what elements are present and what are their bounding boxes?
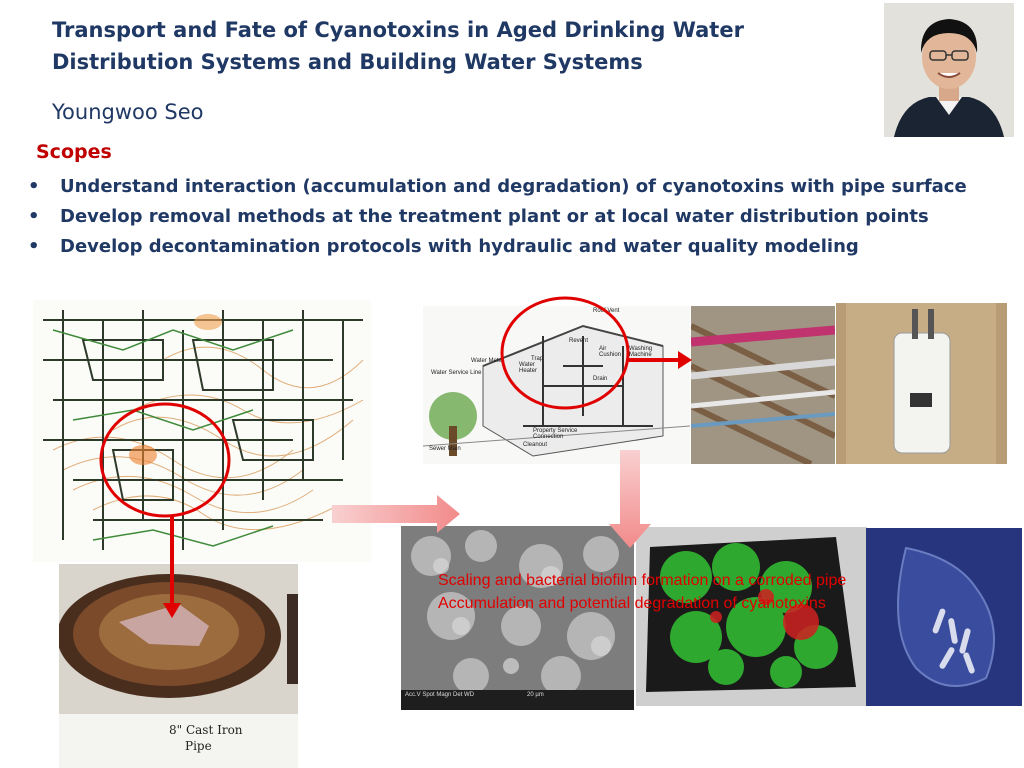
findings-caption: Scaling and bacterial biofilm formation …: [438, 569, 1008, 615]
scope-item-text: Develop decontamination protocols with h…: [60, 236, 859, 257]
bullet-glyph: •: [28, 236, 40, 257]
slide-title: Transport and Fate of Cyanotoxins in Age…: [52, 14, 852, 78]
scope-item: • Understand interaction (accumulation an…: [28, 172, 988, 202]
label-drain: Drain: [593, 376, 608, 382]
bacteria-micrograph: [866, 528, 1022, 706]
label-property-service: Property Service Connection: [533, 428, 578, 440]
biofilm-confocal-image: [636, 527, 867, 706]
caption-line-2: Accumulation and potential degradation o…: [438, 595, 826, 612]
author-photo: [884, 3, 1014, 137]
label-air-cushion: Air Cushion: [599, 346, 622, 358]
label-water-heater: Water Heater: [519, 362, 538, 374]
sem-scale-bar: 20 µm: [527, 692, 544, 698]
label-water-service-line: Water Service Line: [431, 370, 482, 376]
label-revent: Revent: [569, 338, 589, 344]
scopes-heading: Scopes: [36, 141, 112, 163]
author-name: Youngwoo Seo: [52, 100, 204, 124]
sem-micrograph: Acc.V Spot Magn Det WD 20 µm: [401, 526, 634, 710]
title-line-2: Distribution Systems and Building Water …: [52, 50, 643, 74]
caption-line-1: Scaling and bacterial biofilm formation …: [438, 572, 847, 589]
pipe-label-line-2: Pipe: [185, 739, 212, 753]
distribution-network-map: [33, 300, 371, 562]
label-sewer-main: Sewer Main: [429, 446, 461, 452]
building-plumbing-diagram: Roof Vent Revent Trap Air Cushion Washin…: [423, 306, 690, 464]
scope-item: • Develop decontamination protocols with …: [28, 232, 988, 262]
title-line-1: Transport and Fate of Cyanotoxins in Age…: [52, 18, 744, 42]
label-water-meter: Water Meter: [471, 358, 504, 364]
sem-footer: Acc.V Spot Magn Det WD: [405, 692, 475, 698]
ceiling-pipes-photo: [691, 306, 835, 464]
scopes-list: • Understand interaction (accumulation an…: [28, 172, 988, 262]
pipe-handwritten-label: 8" Cast Iron Pipe: [169, 722, 289, 754]
scope-item-text: Develop removal methods at the treatment…: [60, 206, 929, 227]
scope-item: • Develop removal methods at the treatmen…: [28, 202, 988, 232]
scope-item-text: Understand interaction (accumulation and…: [60, 176, 967, 197]
cast-iron-pipe-photo: 8" Cast Iron Pipe: [59, 564, 298, 768]
label-washing-machine: Washing Machine: [629, 346, 653, 358]
label-roof-vent: Roof Vent: [593, 308, 620, 314]
bullet-glyph: •: [28, 176, 40, 197]
bullet-glyph: •: [28, 206, 40, 227]
pipe-label-line-1: 8" Cast Iron: [169, 723, 243, 737]
water-heater-photo: [836, 303, 1007, 464]
label-cleanout: Cleanout: [523, 442, 548, 448]
